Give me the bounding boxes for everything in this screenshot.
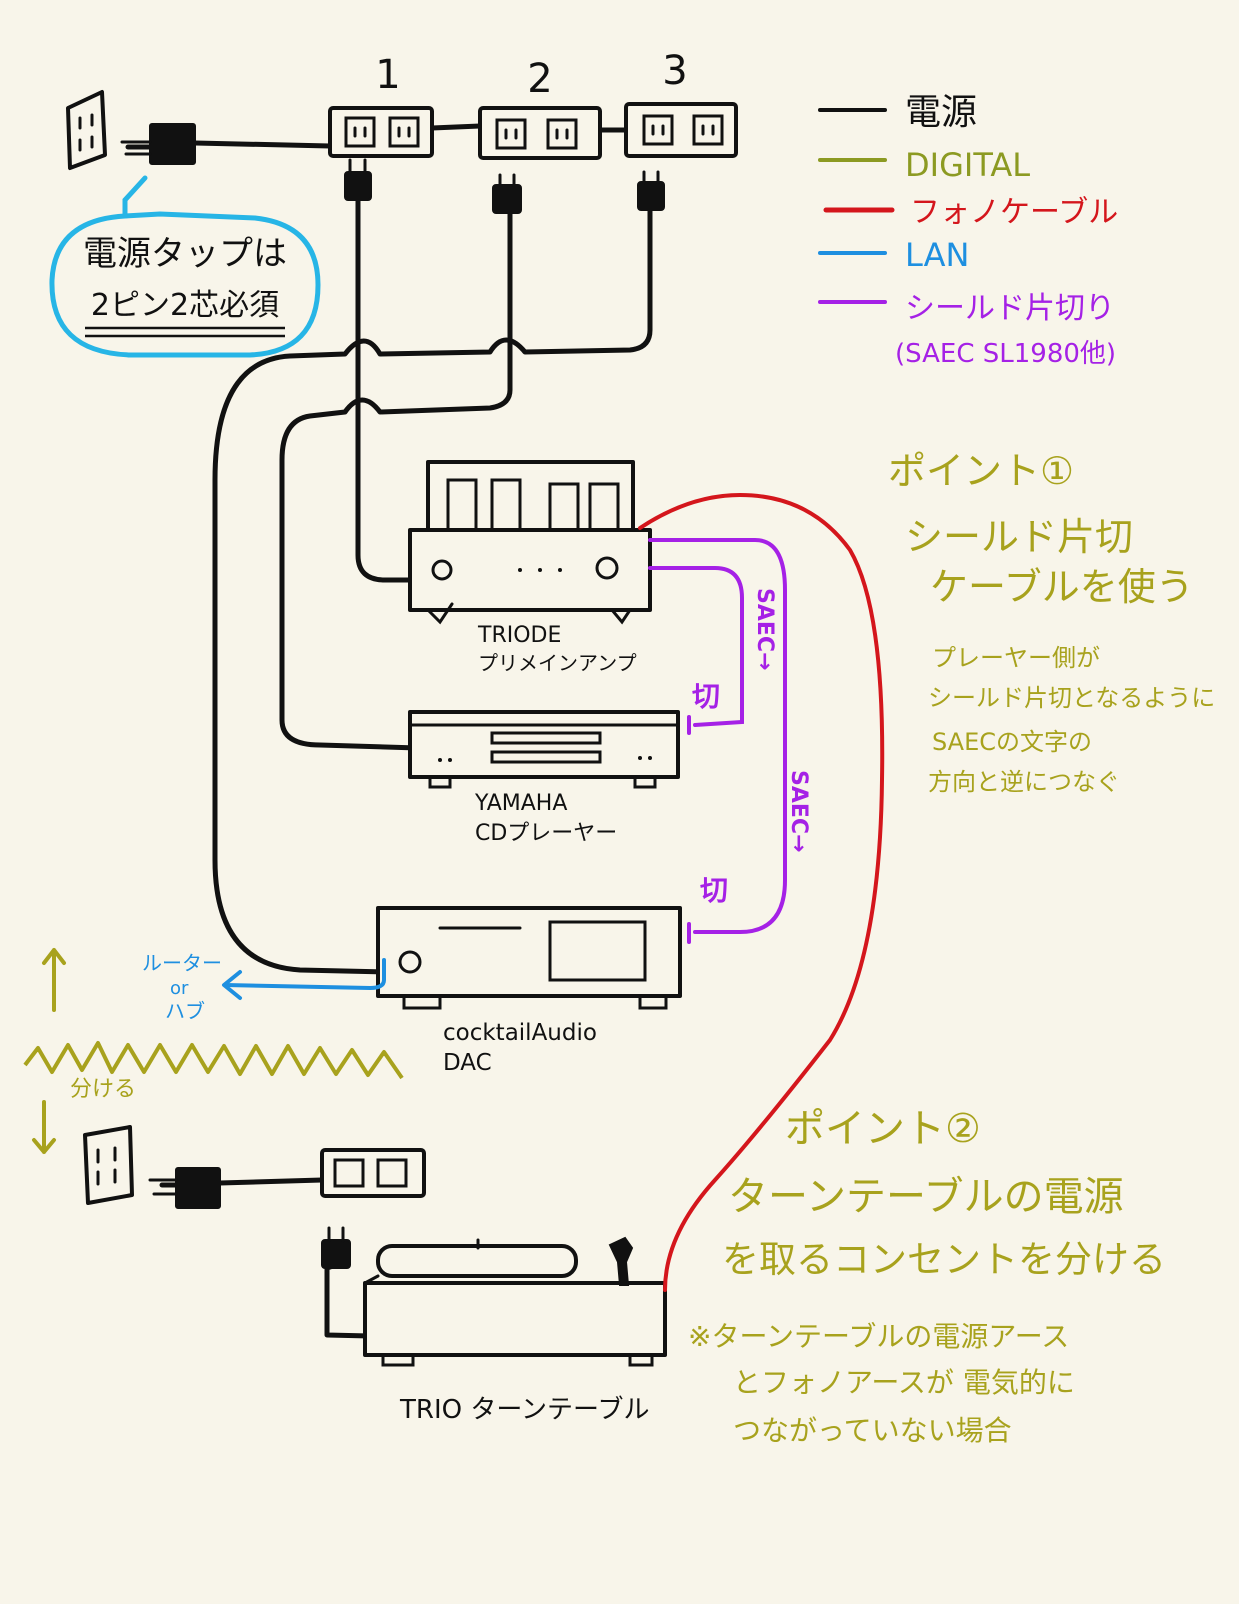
lan-cable-group: ルーター or ハブ [142,951,386,1023]
point-1-line-2: ケーブルを使う [930,565,1194,609]
point-1-note-3: SAECの文字の [932,728,1092,756]
wall-plug-turntable [175,1167,221,1209]
wall-outlet-turntable [83,1125,134,1205]
bubble-line-2: 2ピン2芯必須 [91,288,279,323]
device-cocktailaudio-dac: cocktailAudio DAC [376,906,682,1076]
legend-item-power: 電源 [818,92,977,133]
point-1-line-1: シールド片切 [905,515,1133,559]
turntable-label: TRIO ターンテーブル [399,1395,650,1425]
point-1-note-2: シールド片切となるように [928,684,1215,712]
saec-label-2: SAEC→ [786,770,811,852]
power-cable-dac [212,205,653,975]
point-2-note: ポイント② ターンテーブルの電源 を取るコンセントを分ける ※ターンテーブルの電… [688,1106,1166,1447]
shield-cable-dac [648,538,787,934]
lan-label-3: ハブ [165,999,205,1023]
power-cable-amp [355,197,420,583]
amp-label-2: プリメインアンプ [478,651,637,675]
legend-note: (SAEC SL1980他) [895,339,1116,369]
point-1-note-1: プレーヤー側が [932,644,1100,672]
outlet-number-3: 3 [662,48,687,94]
legend-item-phono: フォノケーブル [823,195,1118,230]
cut-label-2: 切 [700,874,728,907]
tonearm-icon [608,1236,634,1286]
point-1-note: ポイント① シールド片切 ケーブルを使う プレーヤー側が シールド片切となるよう… [888,449,1215,796]
device-yamaha-cd: YAMAHA CDプレーヤー [408,710,680,846]
cut-label-1: 切 [692,680,720,713]
amp-label-1: TRIODE [477,623,561,648]
phono-cable [638,492,885,1292]
shield-cables: SAEC→ SAEC→ 切 切 [648,538,811,944]
power-cables [125,123,653,1339]
split-label: 分ける [70,1077,136,1102]
lan-arrow-icon [222,970,242,1000]
outlet-number-1: 1 [375,52,400,98]
power-strip-1 [328,106,434,158]
lan-cable [223,958,386,991]
plug-3 [637,181,665,211]
point-2-line-1: ターンテーブルの電源 [728,1174,1124,1220]
device-triode-amp: TRIODE プリメインアンプ [408,460,652,675]
down-arrow-icon [32,1100,56,1154]
point-1-title: ポイント① [888,449,1074,493]
legend-item-digital: DIGITAL [818,146,1030,184]
point-2-title: ポイント② [785,1106,981,1152]
legend-label-power: 電源 [905,92,977,133]
power-cable-cd [279,207,513,751]
point-2-line-2: を取るコンセントを分ける [722,1238,1166,1281]
power-cable-wall-to-tap [192,140,333,149]
power-strip-2 [478,106,602,160]
saec-label-1: SAEC→ [752,588,777,670]
legend-item-lan: LAN [818,236,969,274]
cd-label-2: CDプレーヤー [475,821,617,846]
outlet-number-2: 2 [527,56,552,102]
legend-label-phono: フォノケーブル [910,195,1118,230]
legend-item-shield: シールド片切り [818,291,1115,326]
point-2-note-1: ※ターンテーブルの電源アース [688,1320,1069,1353]
legend-label-shield: シールド片切り [905,291,1115,326]
power-strip-3 [624,102,738,158]
lan-label-2: or [170,978,189,999]
dac-label-2: DAC [443,1050,492,1076]
plug-2 [492,184,522,214]
point-2-note-3: つながっていない場合 [733,1414,1012,1447]
wall-outlet-main [66,90,107,170]
lan-label-1: ルーター [142,951,222,975]
split-separator: 分ける [23,948,404,1154]
point-1-note-4: 方向と逆につなぐ [928,768,1120,796]
shield-cable-cd [648,566,744,727]
device-trio-turntable: TRIO ターンテーブル [363,1236,667,1425]
tap-note-bubble: 電源タップは 2ピン2芯必須 [49,175,321,358]
cd-label-1: YAMAHA [474,791,567,816]
legend-label-lan: LAN [905,236,969,274]
up-arrow-icon [42,948,66,1012]
dac-label-1: cocktailAudio [443,1020,597,1046]
legend-label-digital: DIGITAL [905,146,1030,184]
wall-plug-main [149,123,196,165]
legend: 電源 DIGITAL フォノケーブル LAN シールド片切り (SAEC SL1… [818,92,1118,369]
point-2-note-2: とフォノアースが 電気的に [733,1366,1075,1399]
plug-turntable [321,1239,351,1269]
plug-1 [344,171,372,201]
power-strip-turntable [320,1148,426,1198]
bubble-line-1: 電源タップは [83,234,287,274]
